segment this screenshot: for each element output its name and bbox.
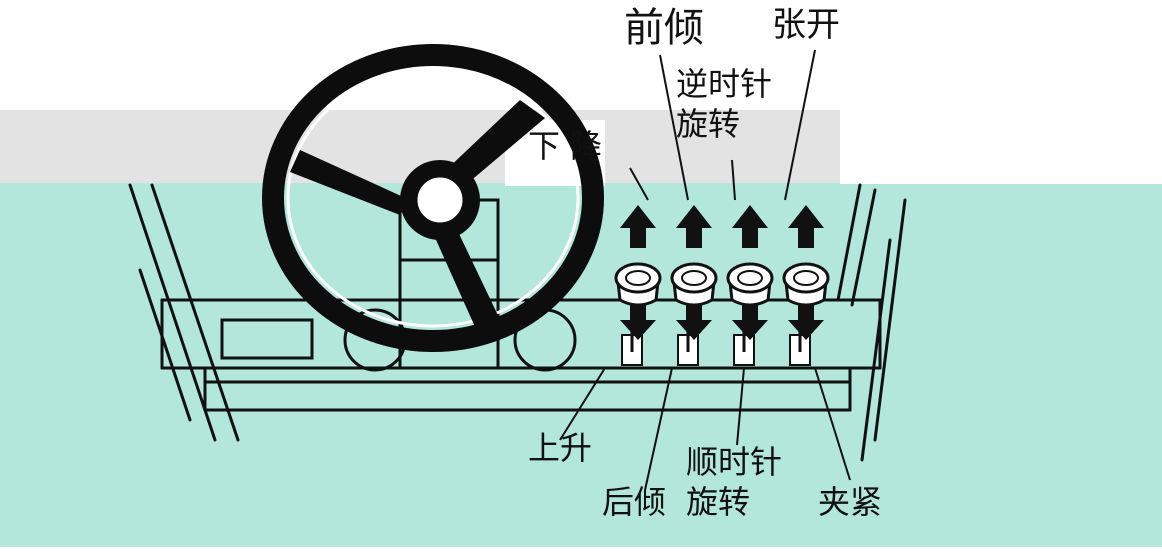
lever-knob-inner — [681, 270, 707, 286]
clockwise-label-line1: 顺时针 — [686, 443, 783, 481]
clockwise-label-line2: 旋转 — [686, 483, 751, 521]
up-arrow-icon — [732, 205, 768, 248]
tilt-forward-label: 前倾 — [624, 5, 704, 51]
lever-knob — [726, 262, 774, 294]
counterclockwise-label-line1: 逆时针 — [676, 65, 773, 103]
up-arrow-icon — [788, 205, 824, 248]
lever-knob — [782, 262, 830, 294]
open-label: 张开 — [772, 5, 840, 45]
steering-wheel — [262, 44, 604, 352]
tilt-back-label: 后倾 — [602, 483, 667, 521]
control-levers — [614, 205, 830, 366]
up-arrow-icon — [676, 205, 712, 248]
up-arrow-icon — [620, 205, 656, 248]
lever-1 — [614, 205, 662, 366]
clamp-label: 夹紧 — [818, 483, 883, 521]
down-arrow-icon — [788, 305, 824, 340]
down-arrow-icon — [620, 305, 656, 340]
down-arrow-icon — [676, 305, 712, 340]
lever-3 — [726, 205, 774, 366]
pointer-lines — [559, 49, 851, 491]
counterclockwise-label-line2: 旋转 — [676, 105, 741, 143]
down-arrow-icon — [732, 305, 768, 340]
lever-4 — [782, 205, 830, 366]
lever-knob — [614, 262, 662, 294]
corner-white-patch — [840, 88, 1162, 184]
lever-knob-inner — [737, 270, 763, 286]
lever-knob-inner — [793, 270, 819, 286]
lower-label: 下 降 — [528, 127, 603, 165]
lever-knob — [670, 262, 718, 294]
lever-knob-inner — [625, 270, 651, 286]
lever-2 — [670, 205, 718, 366]
raise-label: 上升 — [528, 429, 593, 467]
